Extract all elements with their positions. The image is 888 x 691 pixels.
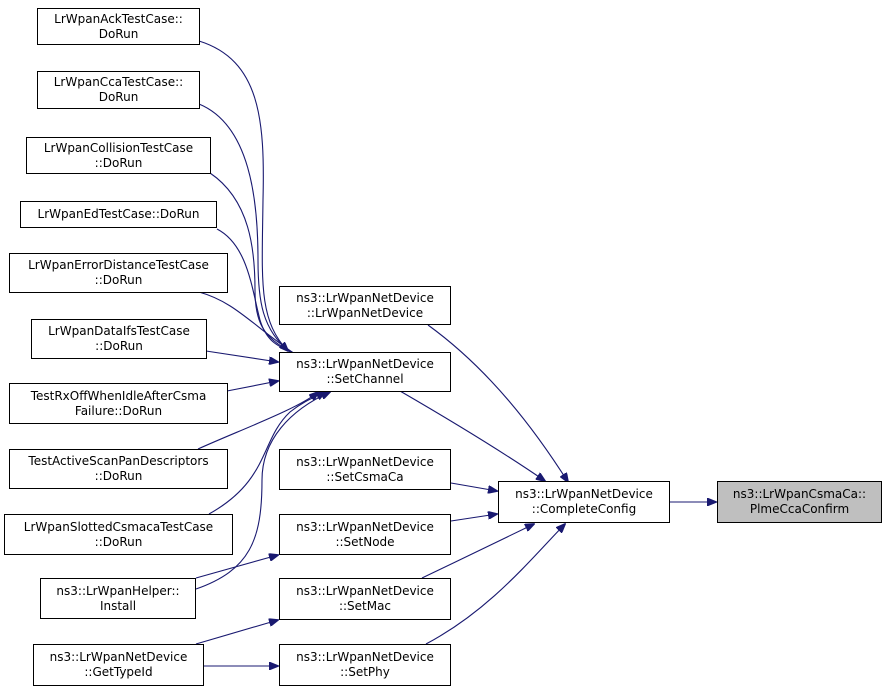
node-label-line1: ns3::LrWpanNetDevice	[296, 650, 434, 664]
node-rxoff-testcase-dorun[interactable]: TestRxOffWhenIdleAfterCsma Failure::DoRu…	[9, 383, 228, 424]
node-label-line2: Install	[99, 598, 137, 613]
edge-helper-setnode	[195, 555, 278, 579]
node-ed-testcase-dorun[interactable]: LrWpanEdTestCase::DoRun	[20, 201, 217, 228]
edge-helper-setchannel	[195, 392, 330, 590]
edge-setcsma-complete	[450, 482, 497, 491]
node-label-line2: ::CompleteConfig	[531, 502, 637, 516]
edge-setmac-complete	[421, 524, 534, 579]
node-dataifs-testcase-dorun[interactable]: LrWpanDataIfsTestCase ::DoRun	[31, 319, 207, 359]
node-label-line2: ::SetPhy	[340, 665, 390, 679]
node-collision-testcase-dorun[interactable]: LrWpanCollisionTestCase ::DoRun	[26, 137, 211, 174]
node-label-line2: ::GetTypeId	[84, 665, 153, 679]
node-setphy[interactable]: ns3::LrWpanNetDevice ::SetPhy	[279, 644, 451, 686]
node-label-line1: LrWpanEdTestCase::DoRun	[37, 207, 200, 221]
node-label-line2: ::DoRun	[95, 339, 143, 353]
node-label-line1: LrWpanSlottedCsmacaTestCase	[23, 519, 214, 534]
node-gettypeid[interactable]: ns3::LrWpanNetDevice ::GetTypeId	[33, 644, 204, 686]
edge-slotted-setchannel	[208, 392, 325, 515]
node-label-line1: ns3::LrWpanNetDevice	[515, 487, 653, 501]
node-label-line2: ::SetNode	[335, 534, 395, 549]
node-ack-testcase-dorun[interactable]: LrWpanAckTestCase:: DoRun	[37, 8, 200, 45]
edge-cca-setchannel	[198, 103, 291, 353]
node-label-line1: ns3::LrWpanNetDevice	[49, 650, 188, 664]
node-label-line2: ::DoRun	[94, 534, 143, 549]
node-plmeccaconfirm-root[interactable]: ns3::LrWpanCsmaCa:: PlmeCcaConfirm	[717, 481, 882, 523]
node-slotted-testcase-dorun[interactable]: LrWpanSlottedCsmacaTestCase ::DoRun	[4, 514, 233, 555]
edge-setphy-complete	[425, 524, 565, 645]
node-label-line2: DoRun	[98, 26, 139, 41]
node-label-line2: PlmeCcaConfirm	[749, 502, 850, 516]
node-setchannel[interactable]: ns3::LrWpanNetDevice ::SetChannel	[279, 352, 451, 392]
node-label-line1: ns3::LrWpanNetDevice	[296, 519, 434, 534]
node-label-line2: Failure::DoRun	[74, 403, 163, 418]
node-label-line1: ns3::LrWpanNetDevice	[296, 357, 434, 371]
edge-errordistance-setchannel	[198, 291, 296, 355]
node-label-line1: LrWpanErrorDistanceTestCase	[28, 258, 209, 272]
node-label-line1: ns3::LrWpanCsmaCa::	[732, 487, 867, 501]
node-label-line1: ns3::LrWpanNetDevice	[296, 454, 434, 469]
edge-ed-setchannel	[216, 228, 295, 354]
edge-setchannel-complete	[399, 390, 545, 481]
node-cca-testcase-dorun[interactable]: LrWpanCcaTestCase:: DoRun	[37, 71, 200, 109]
node-setmac[interactable]: ns3::LrWpanNetDevice ::SetMac	[279, 578, 451, 620]
node-label-line2: ::SetCsmaCa	[326, 469, 404, 484]
edge-collision-setchannel	[209, 172, 293, 353]
edge-ifs-setchannel	[205, 350, 278, 362]
edge-typeid-setmac	[195, 620, 278, 645]
node-label-line1: LrWpanCcaTestCase::	[53, 75, 184, 89]
node-errordistance-testcase-dorun[interactable]: LrWpanErrorDistanceTestCase ::DoRun	[9, 253, 228, 293]
node-label-line2: ::SetMac	[338, 599, 392, 613]
node-completeconfig[interactable]: ns3::LrWpanNetDevice ::CompleteConfig	[498, 481, 670, 523]
node-netdevice-constructor[interactable]: ns3::LrWpanNetDevice ::LrWpanNetDevice	[279, 286, 451, 325]
node-setnode[interactable]: ns3::LrWpanNetDevice ::SetNode	[279, 514, 451, 555]
edge-ack-setchannel	[198, 40, 288, 351]
edge-setnode-complete	[450, 514, 497, 522]
node-label-line2: ::LrWpanNetDevice	[306, 305, 424, 320]
edge-ctor-complete	[427, 324, 568, 482]
node-label-line1: LrWpanDataIfsTestCase	[48, 324, 190, 338]
edge-rxoff-setchannel	[226, 381, 278, 392]
edge-scan-setchannel	[197, 392, 318, 450]
node-label-line2: DoRun	[98, 90, 139, 104]
node-label-line2: ::SetChannel	[326, 372, 404, 386]
node-label-line1: TestActiveScanPanDescriptors	[28, 454, 209, 468]
node-label-line1: LrWpanAckTestCase::	[54, 11, 183, 26]
node-label-line1: ns3::LrWpanHelper::	[56, 583, 180, 598]
node-activescan-testcase-dorun[interactable]: TestActiveScanPanDescriptors ::DoRun	[9, 449, 228, 489]
node-label-line2: ::DoRun	[94, 155, 143, 170]
node-label-line2: ::DoRun	[94, 273, 143, 287]
node-label-line1: ns3::LrWpanNetDevice	[296, 290, 434, 305]
node-label-line1: LrWpanCollisionTestCase	[43, 140, 194, 155]
node-label-line1: TestRxOffWhenIdleAfterCsma	[30, 388, 207, 403]
node-label-line2: ::DoRun	[94, 469, 143, 483]
node-label-line1: ns3::LrWpanNetDevice	[296, 584, 434, 598]
node-setcsmaca[interactable]: ns3::LrWpanNetDevice ::SetCsmaCa	[279, 449, 451, 490]
node-helper-install[interactable]: ns3::LrWpanHelper:: Install	[40, 578, 196, 619]
